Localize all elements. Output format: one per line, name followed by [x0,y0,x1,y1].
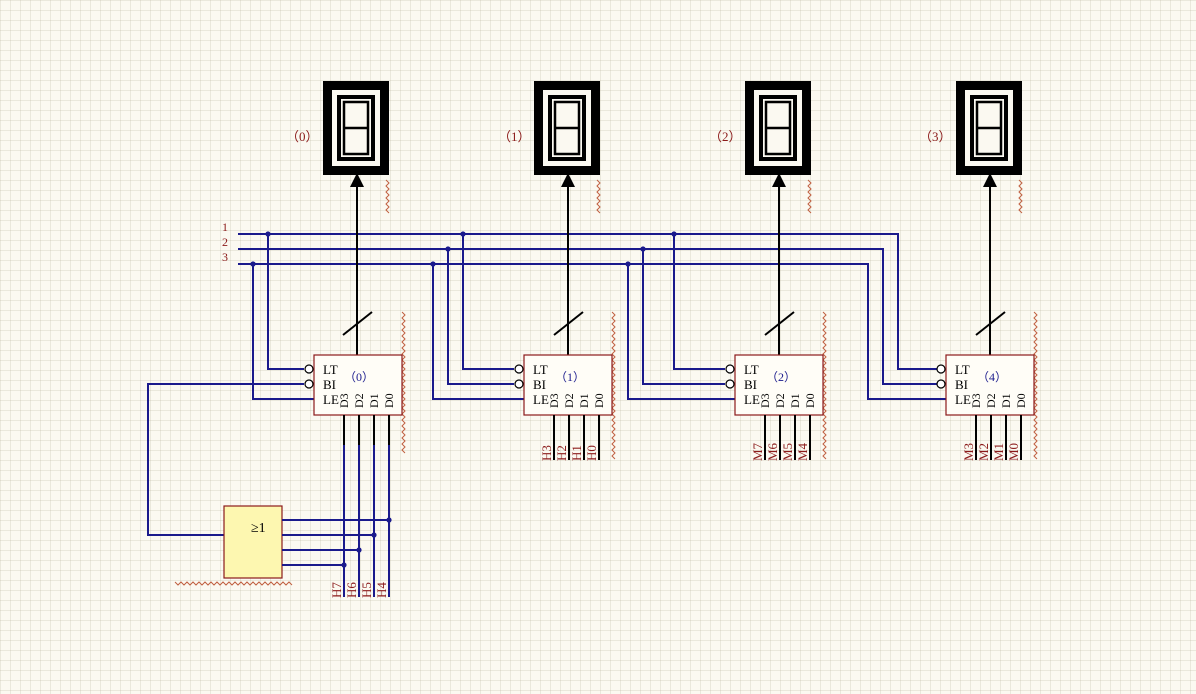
pin-d3: D3 [969,393,983,408]
pin-d2: D2 [773,393,787,408]
control-line-3 [238,263,946,400]
pin-d3: D3 [758,393,772,408]
input-label-m5: M5 [780,443,795,461]
junction-dot [640,246,646,252]
pin-bi: BI [955,377,968,392]
input-label-h7: H7 [329,582,344,598]
or-gate: ≥1 [174,505,293,586]
control-line-label-3: 3 [222,250,228,264]
pin-lt: LT [744,362,759,377]
decoder-id: （2） [766,370,796,384]
junction-dot [356,547,362,553]
display-label-1: （1） [498,129,531,144]
seven-segment-display-1 [534,81,600,175]
display-label-0: （0） [286,129,319,144]
seven-segment-display-2 [745,81,811,175]
tap-lt-1 [462,234,514,370]
input-label-h1: H1 [569,445,584,461]
bus-slash [553,311,584,336]
input-label-m2: M2 [976,443,991,461]
tap-lt-0 [267,234,304,370]
junction-dot [371,532,377,538]
pin-d1: D1 [367,393,381,408]
pin-bi: BI [744,377,757,392]
pin-d1: D1 [999,393,1013,408]
pin-le: LE [533,392,549,407]
pin-le: LE [955,392,971,407]
control-line-2 [238,248,940,385]
pin-d0: D0 [382,393,396,408]
junction-dot [445,246,451,252]
control-line-label-1: 1 [222,220,228,234]
junction-dot [430,261,436,267]
display-label-3: （3） [919,129,952,144]
junction-dot [460,231,466,237]
pin-bi: BI [533,377,546,392]
tap-le-0 [252,264,314,400]
pin-d1: D1 [788,393,802,408]
decoder-chip-3: LT BI LE （4） D3 D2 D1 D0 [936,311,1038,460]
pin-le: LE [744,392,760,407]
decoder-id: （0） [344,370,374,384]
input-label-m4: M4 [795,442,810,461]
input-label-m7: M7 [750,442,765,461]
pin-d2: D2 [352,393,366,408]
input-label-h6: H6 [344,582,359,598]
pin-d0: D0 [1014,393,1028,408]
or-output-wire [147,383,304,536]
input-label-h0: H0 [584,445,599,461]
pin-d1: D1 [577,393,591,408]
tap-bi-1 [447,249,514,385]
junction-dot [625,261,631,267]
pin-d0: D0 [803,393,817,408]
pin-bi: BI [323,377,336,392]
tap-le-2 [627,264,735,400]
pin-le: LE [323,392,339,407]
display-label-2: （2） [709,129,742,144]
junction-dot [386,517,392,523]
junction-dot [250,261,256,267]
decoder-chip-1: LT BI LE （1） D3 D2 D1 D0 [514,311,616,460]
input-label-m1: M1 [991,443,1006,461]
bus-slash [764,311,795,336]
input-label-m3: M3 [961,443,976,461]
decoder-id: （4） [977,370,1007,384]
bus-slash [975,311,1006,336]
junction-dot [265,231,271,237]
input-label-h4: H4 [374,582,389,598]
decoder-chip-0: LT BI LE （0） D3 D2 D1 D0 [304,311,406,454]
pin-lt: LT [323,362,338,377]
pin-d3: D3 [547,393,561,408]
control-line-1 [238,233,940,370]
decoder-id: （1） [555,370,585,384]
input-label-h3: H3 [539,445,554,461]
input-label-h2: H2 [554,445,569,461]
pin-d0: D0 [592,393,606,408]
seven-segment-display-3 [956,81,1022,175]
input-label-m0: M0 [1006,443,1021,461]
tap-lt-2 [673,234,725,370]
decoder-chip-2: LT BI LE （2） D3 D2 D1 D0 [725,311,827,460]
seven-segment-display-0 [323,81,389,175]
pin-lt: LT [955,362,970,377]
junction-dot [671,231,677,237]
pin-lt: LT [533,362,548,377]
control-line-label-2: 2 [222,235,228,249]
tap-bi-2 [642,249,725,385]
input-label-m6: M6 [765,442,780,461]
pin-d2: D2 [562,393,576,408]
bus-slash [342,311,373,336]
pin-d2: D2 [984,393,998,408]
input-label-h5: H5 [359,582,374,598]
junction-dot [341,562,347,568]
pin-d3: D3 [337,393,351,408]
or-gate-label: ≥1 [251,521,266,536]
tap-le-1 [432,264,524,400]
